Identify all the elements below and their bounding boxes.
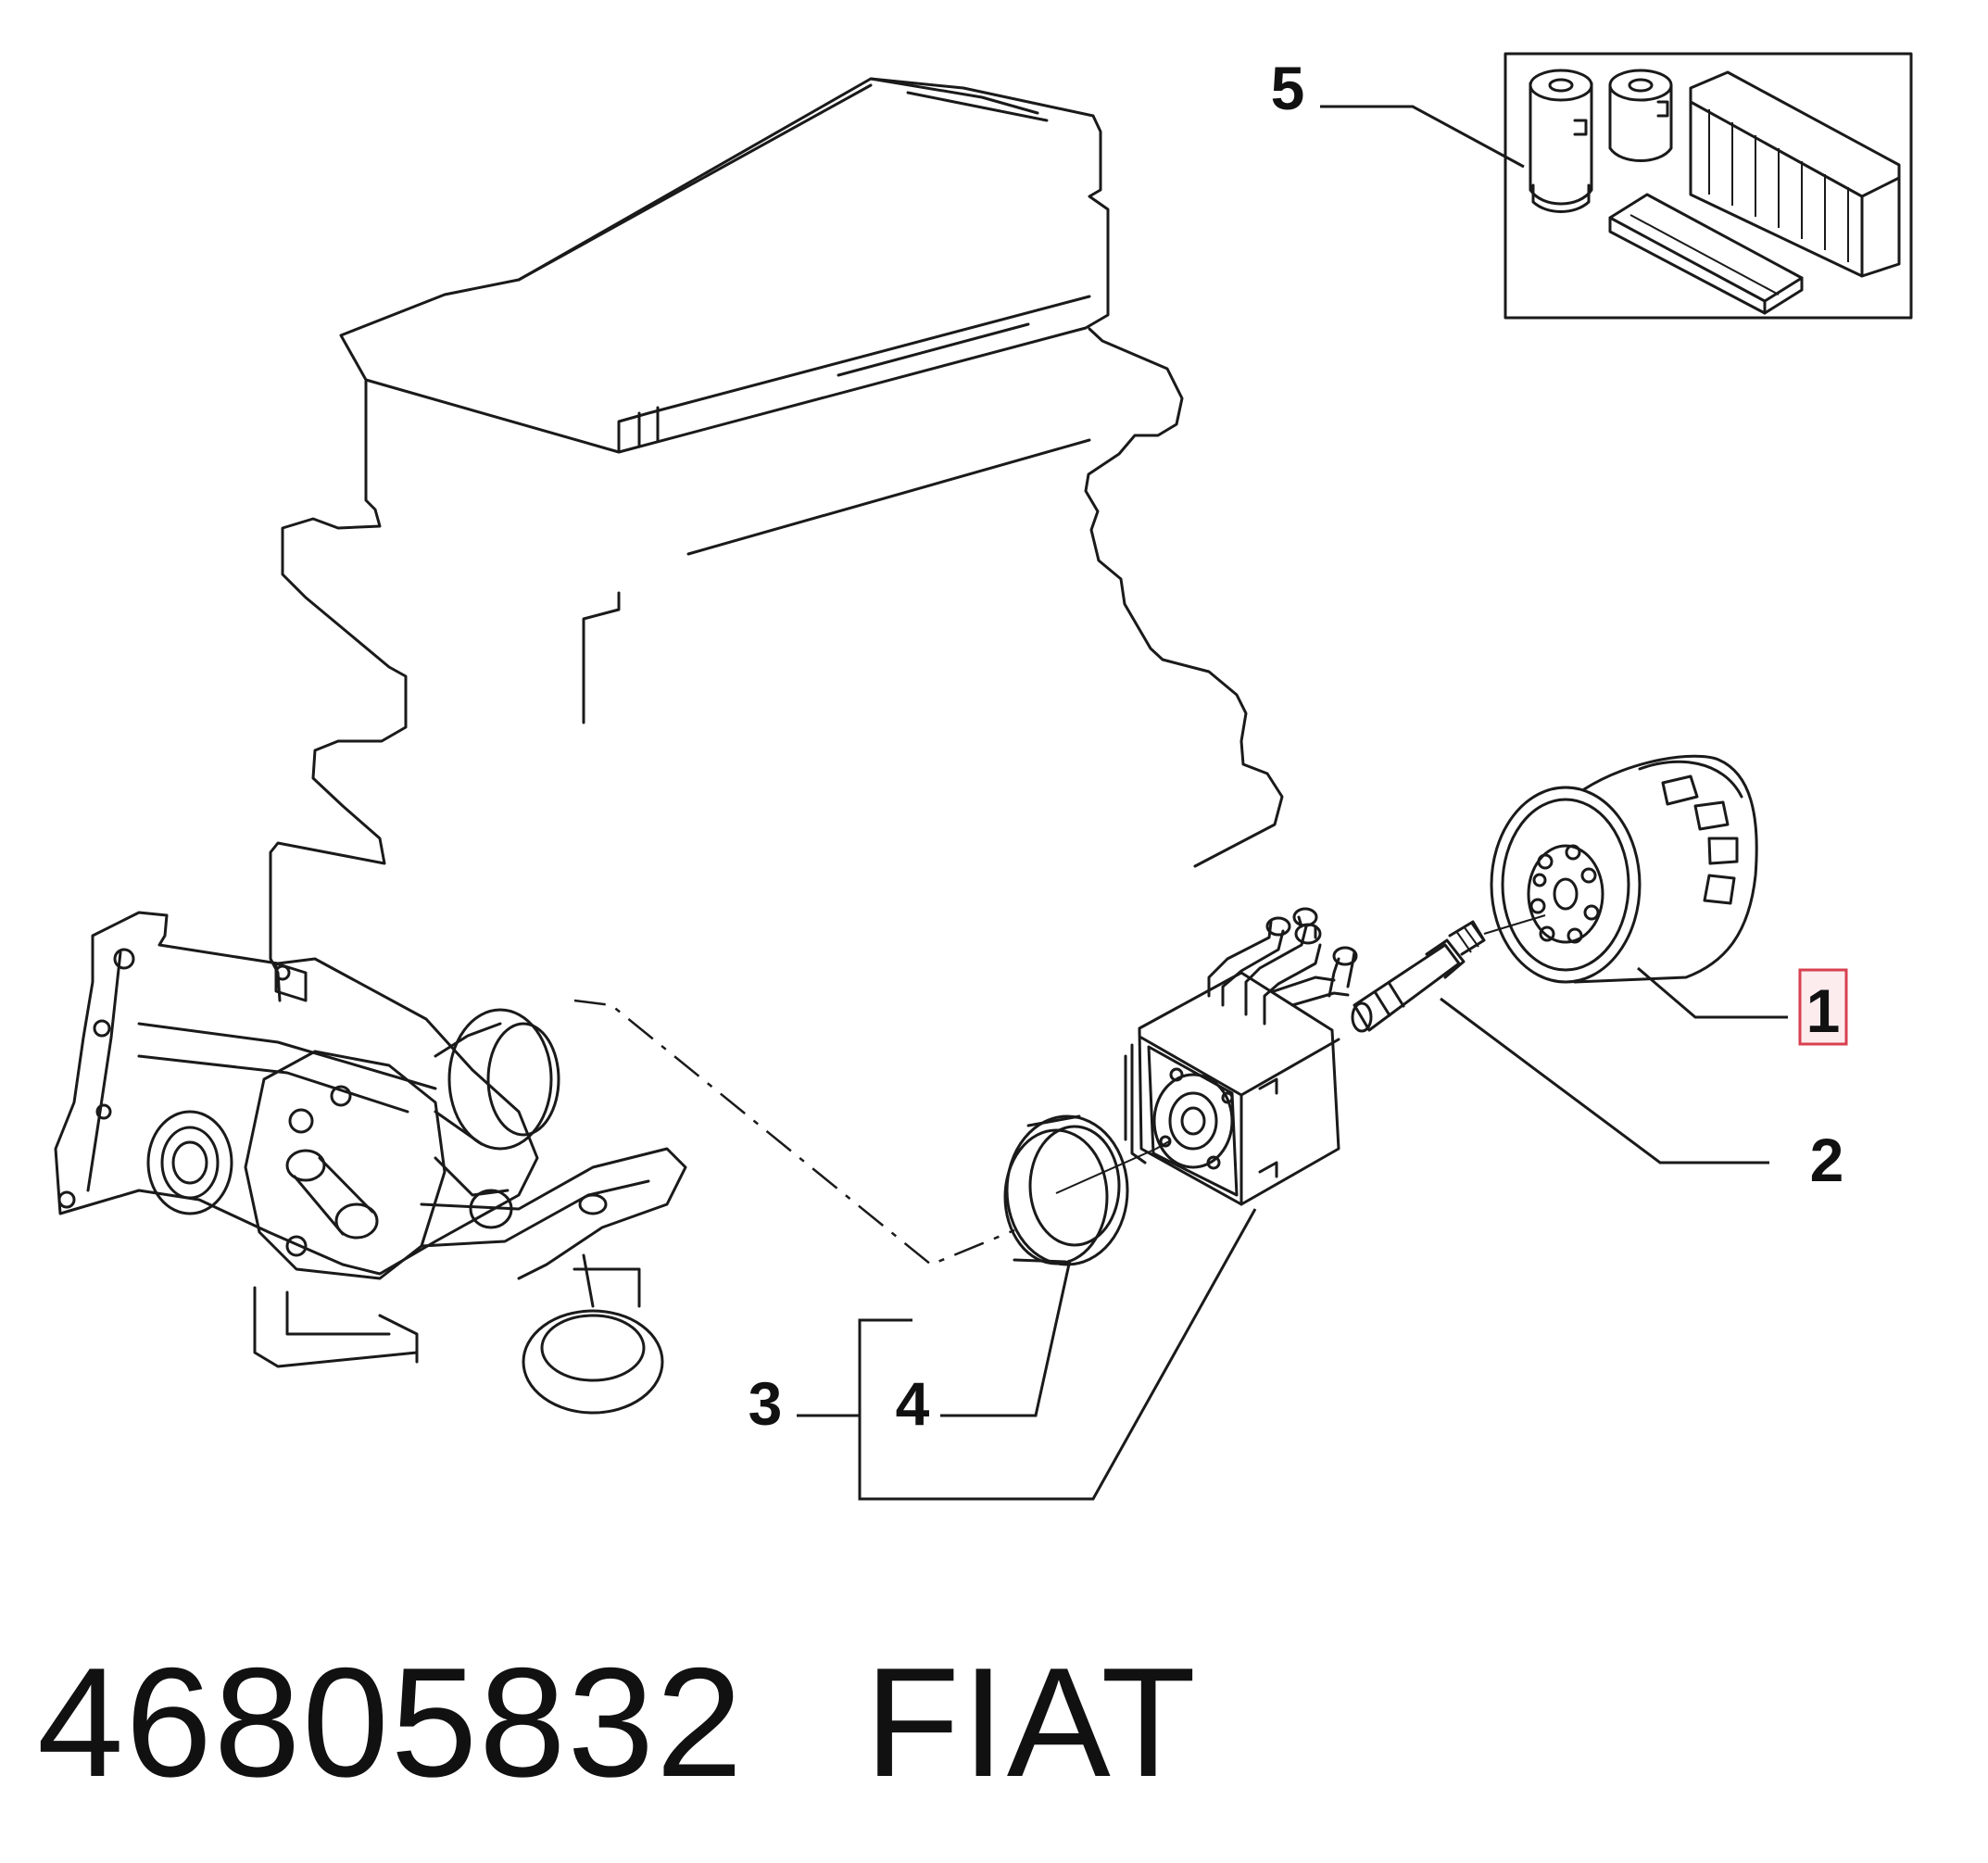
- part-number: 46805832: [37, 1635, 745, 1809]
- callout-1: 1: [1806, 976, 1841, 1045]
- callout-2: 2: [1810, 1126, 1844, 1194]
- brand-name: FIAT: [864, 1635, 1198, 1809]
- callout-5: 5: [1271, 54, 1305, 122]
- part-4-seal-ring: [1003, 1114, 1157, 1266]
- part-2-threaded-connector: [1351, 914, 1546, 1033]
- callout-3: 3: [749, 1369, 783, 1438]
- front-cover-assembly: [54, 911, 687, 1415]
- part-5-service-kit: [1504, 52, 1913, 320]
- callout-1-highlight: [1798, 968, 1848, 1046]
- leader-lines: [797, 105, 1788, 1501]
- part-3-oil-cooler: [1124, 907, 1358, 1206]
- callout-4: 4: [896, 1369, 930, 1438]
- engine-block-outline: [269, 77, 1284, 1002]
- part-1-oil-filter: [1490, 754, 1758, 984]
- assembly-centerline-dashed: [573, 999, 1015, 1266]
